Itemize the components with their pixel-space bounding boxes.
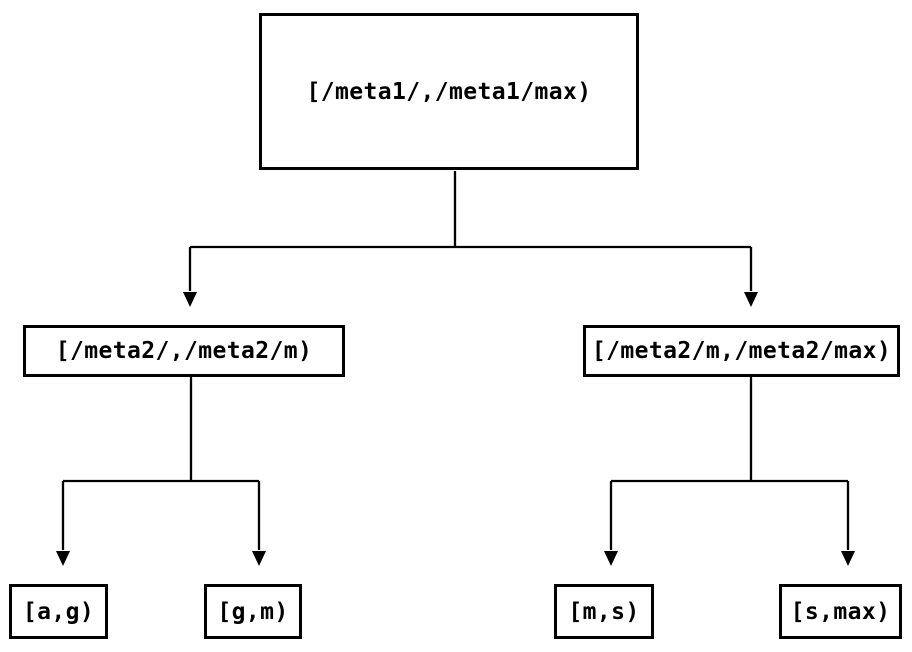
node-label-leaf-a-g: [a,g) [22, 598, 95, 625]
tree-node-leaf-s-max: [s,max) [779, 584, 902, 639]
tree-node-leaf-a-g: [a,g) [9, 584, 108, 639]
node-label-meta2-left: [/meta2/,/meta2/m) [55, 338, 313, 364]
node-label-leaf-s-max: [s,max) [790, 598, 891, 625]
tree-node-meta2-right: [/meta2/m,/meta2/max) [583, 325, 900, 377]
arrow-down-icon [744, 292, 758, 307]
node-label-meta2-right: [/meta2/m,/meta2/max) [591, 338, 892, 364]
tree-node-root: [/meta1/,/meta1/max) [259, 13, 639, 170]
node-label-leaf-g-m: [g,m) [217, 598, 289, 625]
node-label-root: [/meta1/,/meta1/max) [306, 78, 592, 105]
node-label-leaf-m-s: [m,s) [568, 598, 640, 625]
arrow-down-icon [604, 551, 618, 566]
tree-node-leaf-g-m: [g,m) [204, 584, 302, 639]
arrow-down-icon [841, 551, 855, 566]
tree-node-leaf-m-s: [m,s) [554, 584, 654, 639]
arrow-down-icon [56, 551, 70, 566]
tree-node-meta2-left: [/meta2/,/meta2/m) [23, 325, 345, 377]
arrow-down-icon [183, 292, 197, 307]
arrow-down-icon [252, 551, 266, 566]
